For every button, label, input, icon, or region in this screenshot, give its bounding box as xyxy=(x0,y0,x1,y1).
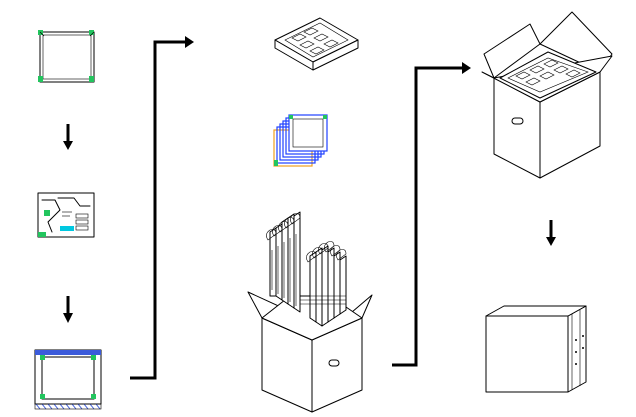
open-box-with-foam-icon xyxy=(481,11,613,179)
frame-icon xyxy=(38,30,95,83)
packed-frame-icon xyxy=(34,349,102,410)
open-box-with-dividers-icon xyxy=(247,211,373,413)
down-arrow-2 xyxy=(63,296,73,323)
foam-tray-icon xyxy=(274,17,359,71)
circuit-board-icon xyxy=(37,192,95,238)
down-arrow-3 xyxy=(546,220,556,246)
down-arrow-1 xyxy=(63,124,73,150)
sealed-box-icon xyxy=(485,305,587,393)
stacked-frames-icon xyxy=(273,114,328,167)
connector-arrow-2 xyxy=(392,62,471,367)
connector-arrow-1 xyxy=(130,36,194,380)
